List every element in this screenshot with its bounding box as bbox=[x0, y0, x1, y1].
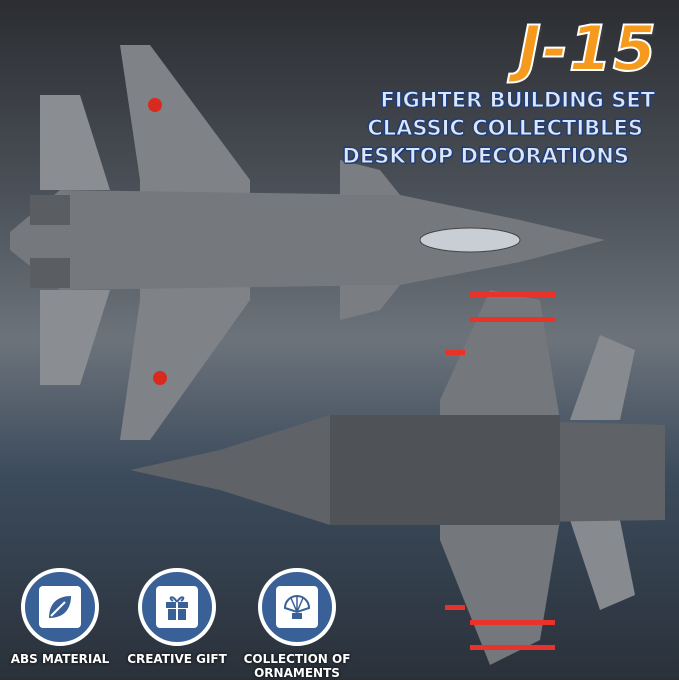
feature-creative-gift: CREATIVE GIFT bbox=[117, 568, 237, 666]
subtitle-line-3: DESKTOP DECORATIONS bbox=[342, 144, 630, 169]
leaf-icon bbox=[39, 586, 81, 628]
gift-icon bbox=[156, 586, 198, 628]
subtitle-line-2: CLASSIC COLLECTIBLES bbox=[367, 116, 644, 141]
feature-label: ABS MATERIAL bbox=[10, 652, 110, 666]
subtitle-line-1: FIGHTER BUILDING SET bbox=[380, 88, 656, 113]
feature-collection-of-ornaments: COLLECTION OF ORNAMENTS bbox=[237, 568, 357, 680]
jet-bottom-view bbox=[130, 290, 665, 665]
feature-label: CREATIVE GIFT bbox=[127, 652, 227, 666]
feature-abs-material: ABS MATERIAL bbox=[0, 568, 120, 666]
fan-ornament-icon bbox=[276, 586, 318, 628]
product-title: J-15 bbox=[517, 11, 657, 86]
jet-top-view bbox=[10, 45, 605, 440]
feature-label: COLLECTION OF ORNAMENTS bbox=[243, 652, 351, 680]
